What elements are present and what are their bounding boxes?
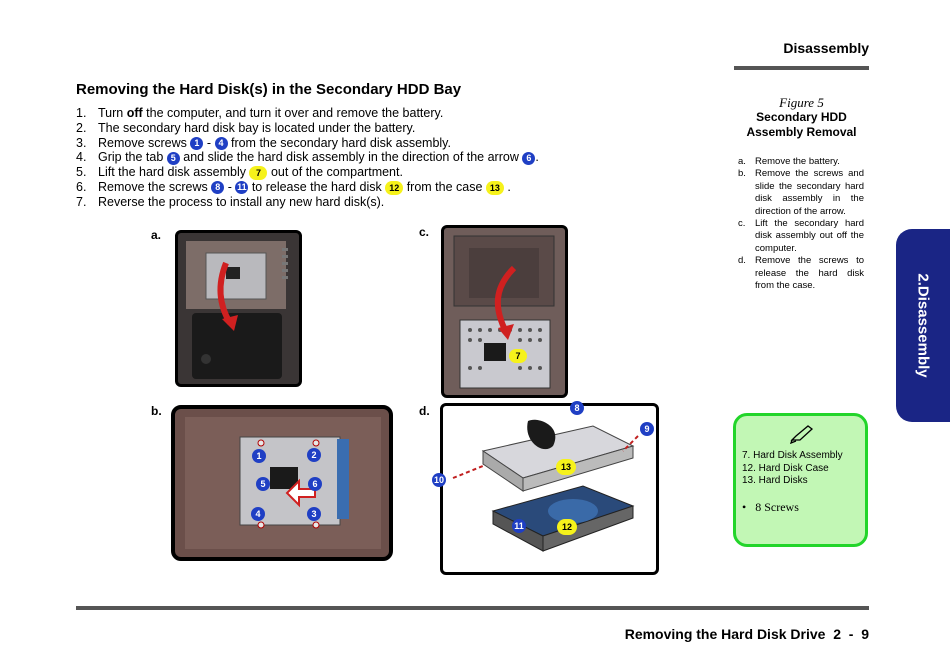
bullet-icon: •	[742, 500, 756, 514]
note-item: 7. Hard Disk Assembly	[742, 450, 843, 461]
step-7: 7.Reverse the process to install any new…	[76, 194, 385, 209]
figure-substeps: a.Remove the battery. b.Remove the screw…	[738, 156, 864, 292]
note-list: 7. Hard Disk Assembly 12. Hard Disk Case…	[742, 450, 843, 488]
step-5: 5.Lift the hard disk assembly 7 out of t…	[76, 165, 403, 180]
footer-text: Removing the Hard Disk Drive 2 - 9	[624, 626, 869, 642]
callout-b-3: 3	[307, 507, 321, 521]
callout-d-9: 9	[640, 422, 654, 436]
callout-11: 11	[235, 181, 249, 195]
note-box	[733, 413, 868, 547]
note-bullet-text: 8 Screws	[755, 500, 799, 514]
callout-d-13: 13	[556, 459, 576, 475]
header-rule	[734, 66, 869, 70]
callout-b-6: 6	[308, 477, 322, 491]
callout-8: 8	[211, 181, 225, 195]
photo-c-illustration	[453, 235, 555, 389]
figure-number: Figure 5	[779, 95, 824, 110]
photo-c	[441, 225, 568, 398]
step-6: 6.Remove the screws 8 - 11 to release th…	[76, 179, 511, 195]
substep-c: c.Lift the secondary hard disk assembly …	[738, 218, 864, 254]
note-item: 12. Hard Disk Case	[742, 462, 829, 474]
photo-a-illustration	[186, 241, 288, 379]
callout-b-4: 4	[251, 507, 265, 521]
header-title: Disassembly	[783, 40, 869, 56]
callout-5: 5	[166, 151, 180, 165]
callout-1: 1	[190, 136, 204, 150]
chapter-tab[interactable]	[896, 229, 950, 422]
substep-d: d.Remove the screws to release the hard …	[738, 255, 864, 292]
substep-b: b.Remove the screws and slide the second…	[738, 168, 864, 217]
steps-list: 1.Turn off the computer, and turn it ove…	[76, 106, 539, 210]
chapter-tab-label: 2.Disassembly	[914, 273, 932, 378]
photo-d-illustration	[452, 419, 639, 552]
callout-d-10: 10	[432, 473, 446, 487]
callout-12: 12	[385, 180, 404, 195]
pencil-icon	[789, 425, 814, 444]
photo-a	[175, 230, 302, 387]
footer-rule	[76, 606, 869, 610]
note-bullet: • 8 Screws	[742, 500, 799, 515]
section-title: Removing the Hard Disk(s) in the Seconda…	[76, 81, 462, 98]
step-1: 1.Turn off the computer, and turn it ove…	[76, 106, 444, 120]
figure-label-c: c.	[419, 225, 430, 239]
callout-4: 4	[214, 136, 228, 150]
callout-7: 7	[249, 165, 268, 180]
substep-a: a.Remove the battery.	[738, 156, 840, 167]
photo-b	[171, 405, 393, 561]
callout-13: 13	[485, 180, 504, 195]
photo-b-illustration	[185, 417, 381, 549]
photo-d	[440, 403, 659, 575]
callout-b-2: 2	[307, 448, 321, 462]
callout-d-11: 11	[512, 519, 526, 533]
callout-b-5: 5	[256, 477, 270, 491]
step-2: 2.The secondary hard disk bay is located…	[76, 120, 416, 135]
step-4: 4.Grip the tab 5 and slide the hard disk…	[76, 150, 539, 165]
figure-label-d: d.	[419, 404, 430, 418]
callout-6: 6	[522, 151, 536, 165]
chapter-tab-label-wrap: 2.Disassembly	[896, 229, 950, 422]
figure-label-a: a.	[151, 228, 162, 242]
note-item: 13. Hard Disks	[742, 475, 808, 486]
figure-title: Secondary HDD Assembly Removal	[746, 110, 857, 139]
callout-b-1: 1	[252, 449, 266, 463]
callout-d-12: 12	[557, 519, 577, 535]
step-3: 3.Remove screws 1 - 4 from the secondary…	[76, 135, 451, 150]
callout-d-8: 8	[570, 401, 584, 415]
figure-label-b: b.	[151, 404, 162, 418]
callout-c-7: 7	[509, 349, 527, 363]
